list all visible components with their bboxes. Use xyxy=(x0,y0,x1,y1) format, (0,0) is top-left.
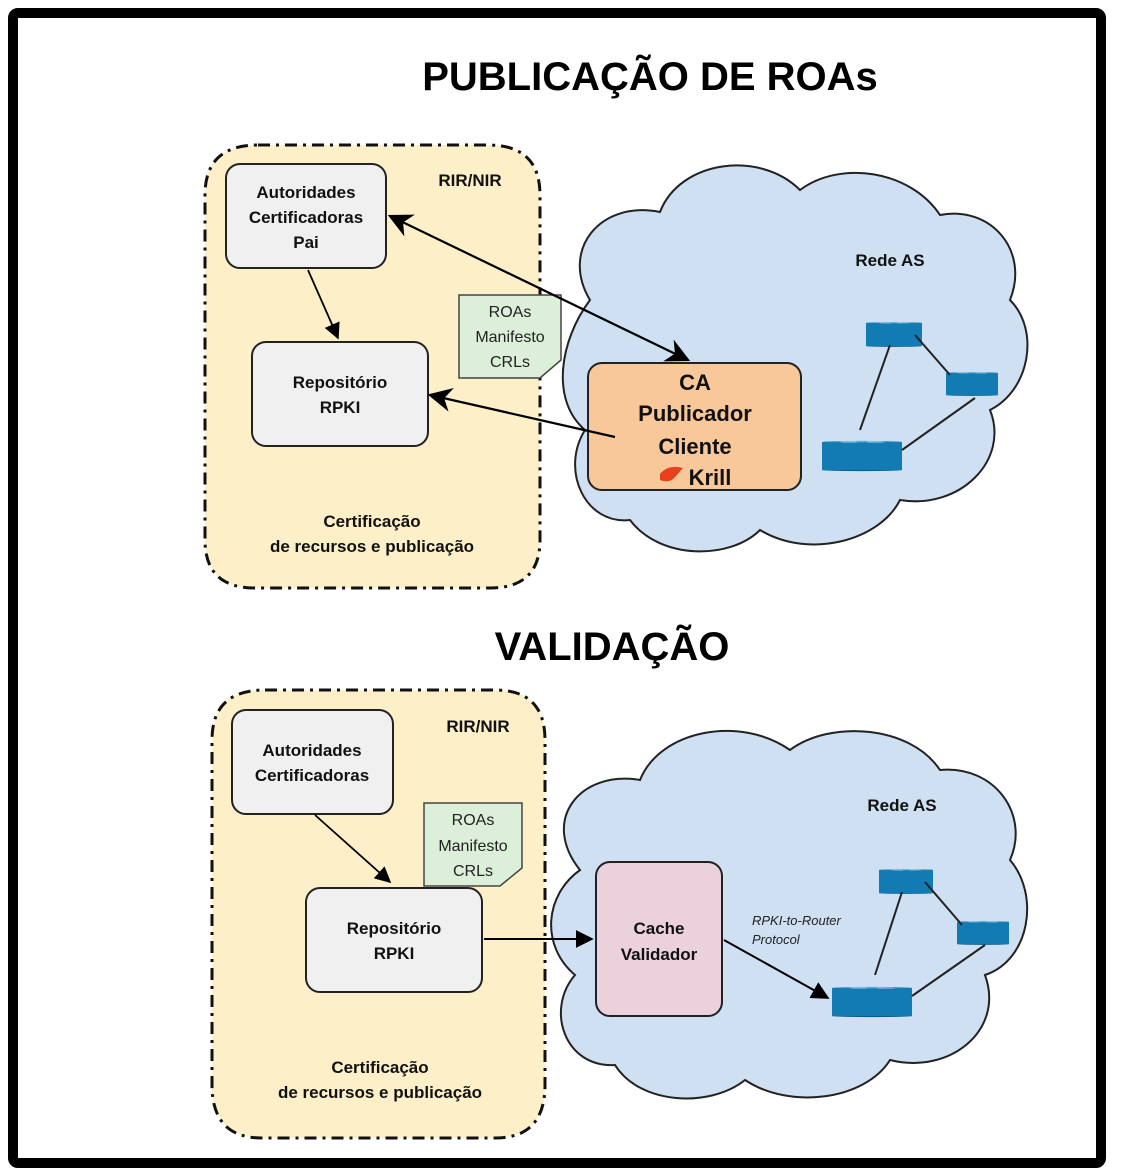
bottom-network-label: Rede AS xyxy=(867,796,936,815)
bottom-repository-box xyxy=(305,887,483,993)
bottom-validator-line2: Validador xyxy=(621,945,698,964)
bottom-router-3-icon xyxy=(830,985,914,1019)
bottom-title: VALIDAÇÃO xyxy=(495,623,730,669)
top-router-2-icon xyxy=(945,371,999,397)
krill-logo-icon xyxy=(660,466,683,482)
top-network-label: Rede AS xyxy=(855,251,924,270)
top-footer-line1: Certificação xyxy=(323,512,420,531)
bottom-protocol-line2: Protocol xyxy=(752,932,801,947)
bottom-footer-line1: Certificação xyxy=(331,1058,428,1077)
top-network-cloud xyxy=(561,164,1029,553)
top-note-line1: ROAs xyxy=(489,304,532,321)
top-client-line1: CA xyxy=(679,370,711,395)
top-parent-ca-line3: Pai xyxy=(293,233,319,252)
top-client-line3: Cliente xyxy=(658,434,731,459)
top-router-links xyxy=(859,334,976,451)
bottom-arrow-validator-to-router xyxy=(723,939,830,999)
bottom-arrow-ca-to-repo xyxy=(314,814,392,884)
bottom-rir-label: RIR/NIR xyxy=(446,717,509,736)
bottom-ca-box xyxy=(231,709,394,815)
top-client-ca-box xyxy=(587,362,802,491)
bottom-ca-line2: Certificadoras xyxy=(255,766,369,785)
bottom-ca-line1: Autoridades xyxy=(262,741,361,760)
top-arrow-client-parent xyxy=(387,214,691,362)
bottom-validator-box xyxy=(595,861,723,1017)
top-router-3-icon xyxy=(820,439,904,473)
top-router-1-icon xyxy=(865,321,923,348)
top-repository-line2: RPKI xyxy=(320,398,361,417)
top-client-line2: Publicador xyxy=(638,401,752,426)
bottom-note-line1: ROAs xyxy=(452,812,495,829)
top-note-line3: CRLs xyxy=(490,354,530,371)
bottom-repository-line1: Repositório xyxy=(347,919,441,938)
top-parent-ca-line2: Certificadoras xyxy=(249,208,363,227)
top-brand: Krill xyxy=(689,465,732,490)
bottom-objects-note xyxy=(423,802,523,887)
bottom-note-line3: CRLs xyxy=(453,863,493,880)
bottom-router-1-icon xyxy=(878,868,934,895)
bottom-protocol-line1: RPKI-to-Router xyxy=(752,913,842,928)
top-title: PUBLICAÇÃO DE ROAs xyxy=(422,53,878,99)
bottom-router-links xyxy=(874,881,986,997)
top-arrow-parent-to-repo xyxy=(307,269,340,340)
top-repository-line1: Repositório xyxy=(293,373,387,392)
bottom-repository-line2: RPKI xyxy=(374,944,415,963)
bottom-note-line2: Manifesto xyxy=(438,838,507,855)
top-note-line2: Manifesto xyxy=(475,329,544,346)
bottom-footer-line2: de recursos e publicação xyxy=(278,1083,482,1102)
top-parent-ca-line1: Autoridades xyxy=(256,183,355,202)
top-footer-line2: de recursos e publicação xyxy=(270,537,474,556)
bottom-router-2-icon xyxy=(956,920,1010,946)
top-arrow-client-to-repo xyxy=(427,388,616,439)
top-repository-box xyxy=(251,341,429,447)
top-parent-ca-box xyxy=(225,163,387,269)
bottom-validator-line1: Cache xyxy=(633,919,684,938)
top-rir-label: RIR/NIR xyxy=(438,171,501,190)
